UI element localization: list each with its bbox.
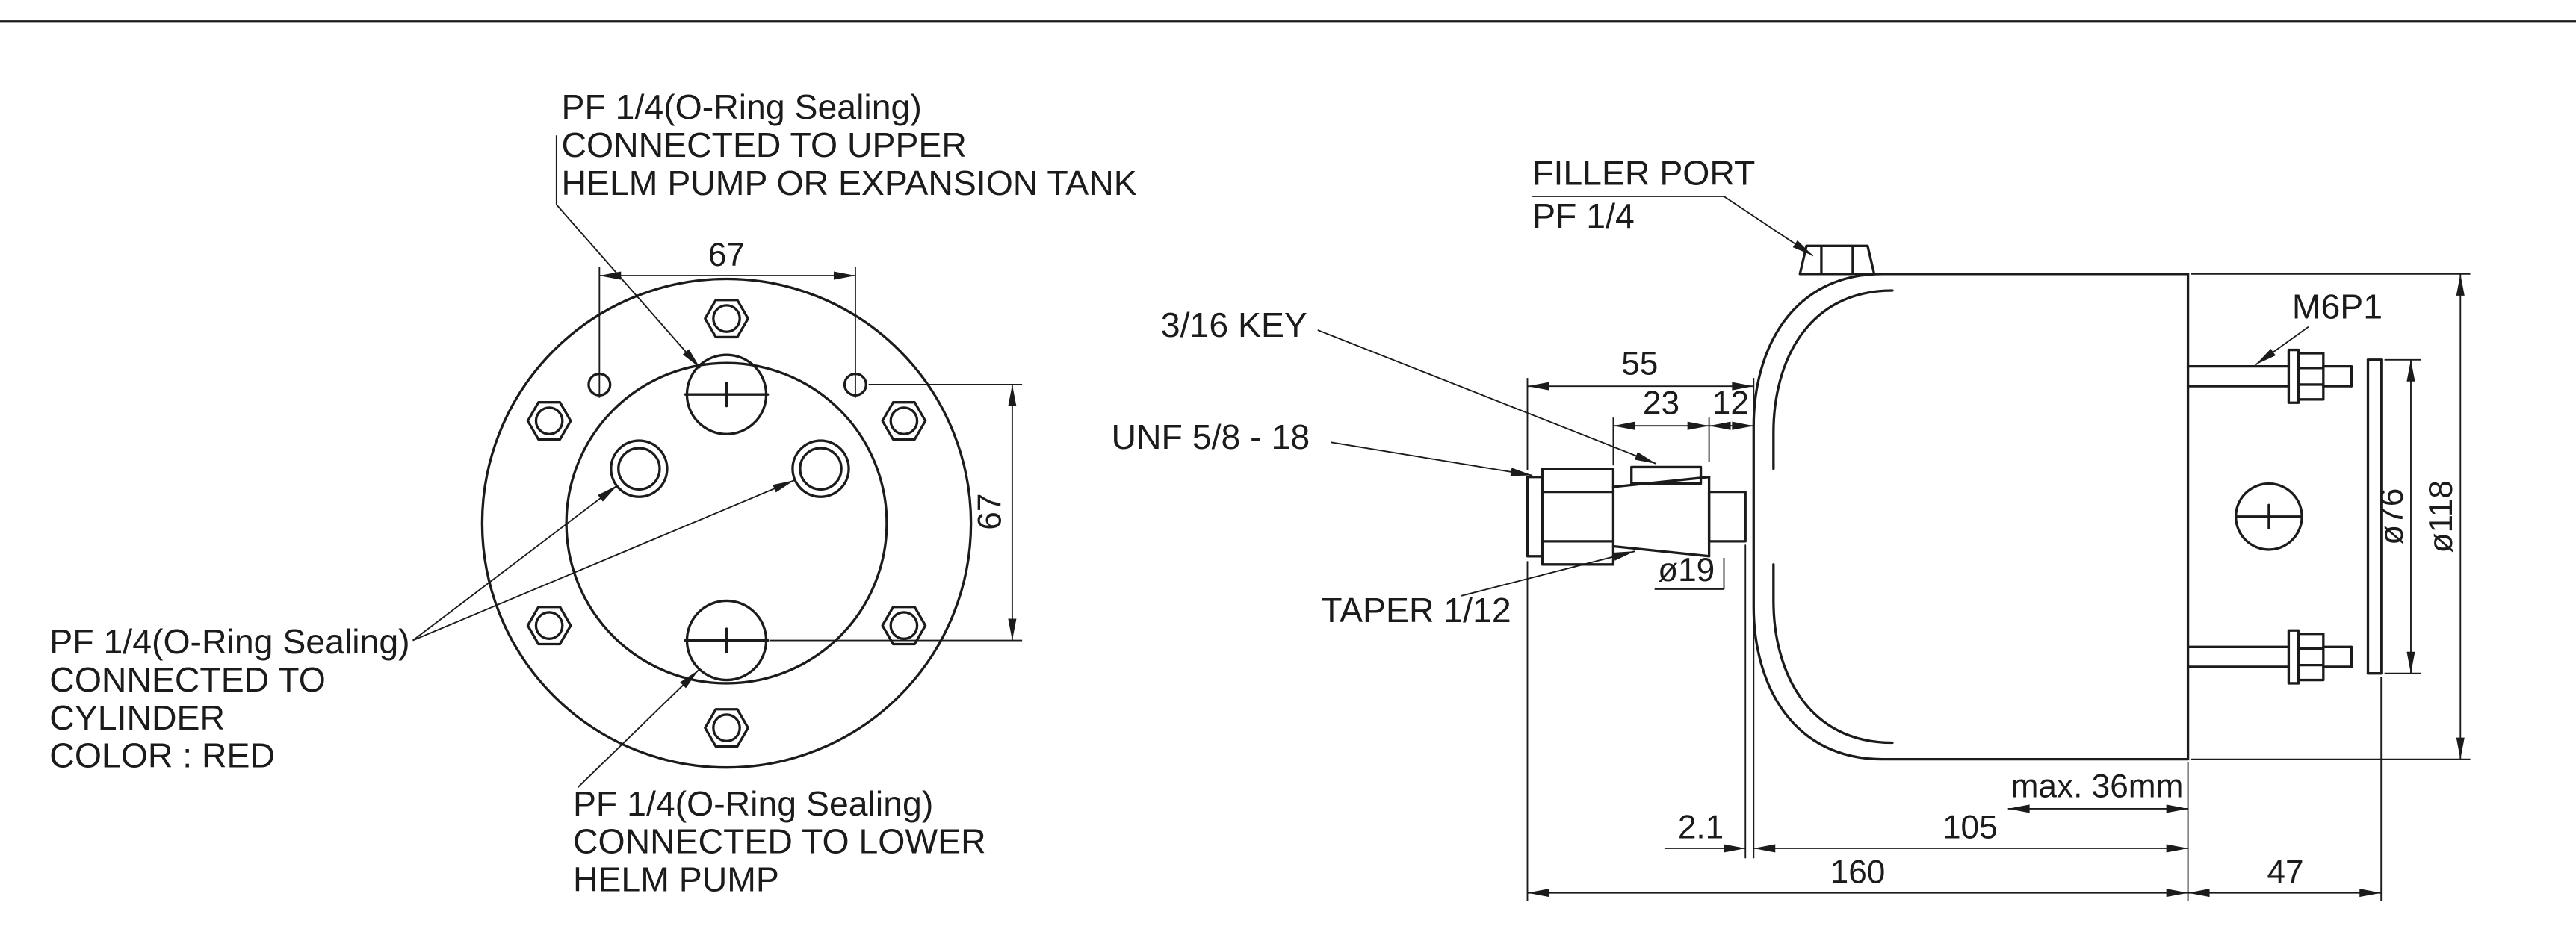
taper-bottom (1611, 544, 1711, 558)
upper-helm-port (684, 353, 770, 435)
stud-nut (2297, 352, 2325, 401)
dim-body-dia-118: ø118 (2191, 273, 2471, 760)
cylinder-port-left (610, 439, 669, 498)
dim-value: 23 (1643, 385, 1679, 422)
dim-body-105: 105 (1753, 607, 2189, 901)
hex-bolt (526, 401, 572, 441)
mounting-stud-top (2186, 348, 2353, 404)
hex-bolt (526, 606, 572, 646)
dim-value: 105 (1942, 810, 1998, 846)
taper-label: TAPER 1/12 (1321, 591, 1511, 630)
dim-value: 55 (1621, 346, 1658, 382)
taper-top (1611, 476, 1711, 488)
shaft-assembly (1526, 465, 1747, 566)
body-inner-contour-bottom (1772, 563, 1894, 745)
shaft-washer (1526, 476, 1544, 558)
dim-gap-2-1: 2.1 (1664, 544, 1747, 859)
filler-port-thread-label: PF 1/4 (1532, 196, 1635, 235)
dim-value: 12 (1712, 385, 1749, 422)
dim-port-spacing-v: 67 (769, 384, 1023, 642)
body-outline (1752, 273, 2190, 761)
callout-cylinder: PF 1/4(O-Ring Sealing) CONNECTED TO CYLI… (49, 622, 409, 774)
flange-outer-circle (480, 277, 973, 769)
side-view: 55 23 12 ø19 2.1 105 (1112, 154, 2471, 901)
leader-cylinder-port-left (412, 485, 619, 642)
callout-line: CYLINDER (49, 698, 225, 737)
filler-plug (1798, 244, 1876, 276)
callout-line: CONNECTED TO UPPER (561, 125, 966, 164)
dim-value: 2.1 (1678, 810, 1724, 846)
dim-port-spacing-h: 67 (598, 237, 856, 398)
hex-bolt (704, 298, 749, 339)
dim-mount-47: 47 (2188, 677, 2383, 901)
callout-line: HELM PUMP OR EXPANSION TANK (561, 164, 1136, 202)
mounting-stud-bottom (2186, 629, 2353, 685)
leader-taper (1461, 550, 1635, 597)
dim-value: 47 (2267, 854, 2303, 890)
leader-filler-port (1532, 196, 1814, 257)
dim-value: 160 (1830, 854, 1886, 890)
callout-upper-helm: PF 1/4(O-Ring Sealing) CONNECTED TO UPPE… (561, 87, 1136, 202)
dim-panel-max-36: max. 36mm (2007, 768, 2188, 813)
dim-pilot-dia-76: ø76 (2374, 358, 2421, 674)
callout-line: PF 1/4(O-Ring Sealing) (573, 784, 933, 823)
shaft-collar (1707, 490, 1747, 543)
dim-value: ø76 (2374, 488, 2410, 545)
center-screw (2235, 482, 2303, 551)
callout-line: PF 1/4(O-Ring Sealing) (49, 622, 409, 661)
callout-line: PF 1/4(O-Ring Sealing) (561, 87, 921, 126)
dim-shaft-dia-19: ø19 (1654, 552, 1725, 590)
callout-line: CONNECTED TO LOWER (573, 822, 986, 861)
dim-value: ø118 (2423, 480, 2459, 553)
dim-value: 67 (971, 494, 1008, 530)
callout-line: HELM PUMP (573, 860, 779, 898)
leader-stud-thread (2255, 326, 2309, 366)
callout-lower-helm: PF 1/4(O-Ring Sealing) CONNECTED TO LOWE… (573, 784, 986, 899)
leader-lower-port (577, 669, 699, 788)
mounting-plate (2366, 358, 2383, 675)
filler-port-label: FILLER PORT (1532, 154, 1755, 193)
dim-taper-23: 23 (1612, 385, 1710, 466)
hex-bolt (881, 606, 927, 646)
hex-bolt (881, 401, 927, 441)
stud-washer (2287, 629, 2300, 685)
dim-value: 67 (708, 237, 745, 273)
stud-thread-label: M6P1 (2292, 288, 2383, 326)
callout-line: COLOR : RED (49, 736, 275, 775)
callout-line: CONNECTED TO (49, 660, 326, 699)
front-view: 67 67 PF 1/4(O-Ring Sealing) CONNECTED T… (49, 87, 1136, 898)
dim-shaft-total-55: 55 (1526, 346, 1755, 470)
lower-helm-port (684, 599, 770, 682)
leader-key (1317, 329, 1657, 465)
stud-washer (2287, 348, 2300, 404)
hex-bolt (704, 708, 749, 748)
dim-overall-160: 160 (1526, 561, 2188, 901)
body-inner-contour-top (1772, 289, 1894, 470)
thread-label: UNF 5/8 - 18 (1112, 417, 1310, 456)
stud-nut (2297, 633, 2325, 682)
cylinder-port-right (791, 439, 850, 498)
dim-value: ø19 (1658, 552, 1715, 588)
shaft-nut (1541, 468, 1615, 566)
key-label: 3/16 KEY (1161, 305, 1307, 344)
dim-value: max. 36mm (2011, 768, 2184, 804)
leader-upper-port (555, 135, 701, 369)
leader-thread (1331, 441, 1533, 476)
leader-cylinder-port-right (412, 479, 795, 642)
dim-collar-12: 12 (1709, 385, 1754, 430)
shaft-key (1630, 465, 1703, 485)
